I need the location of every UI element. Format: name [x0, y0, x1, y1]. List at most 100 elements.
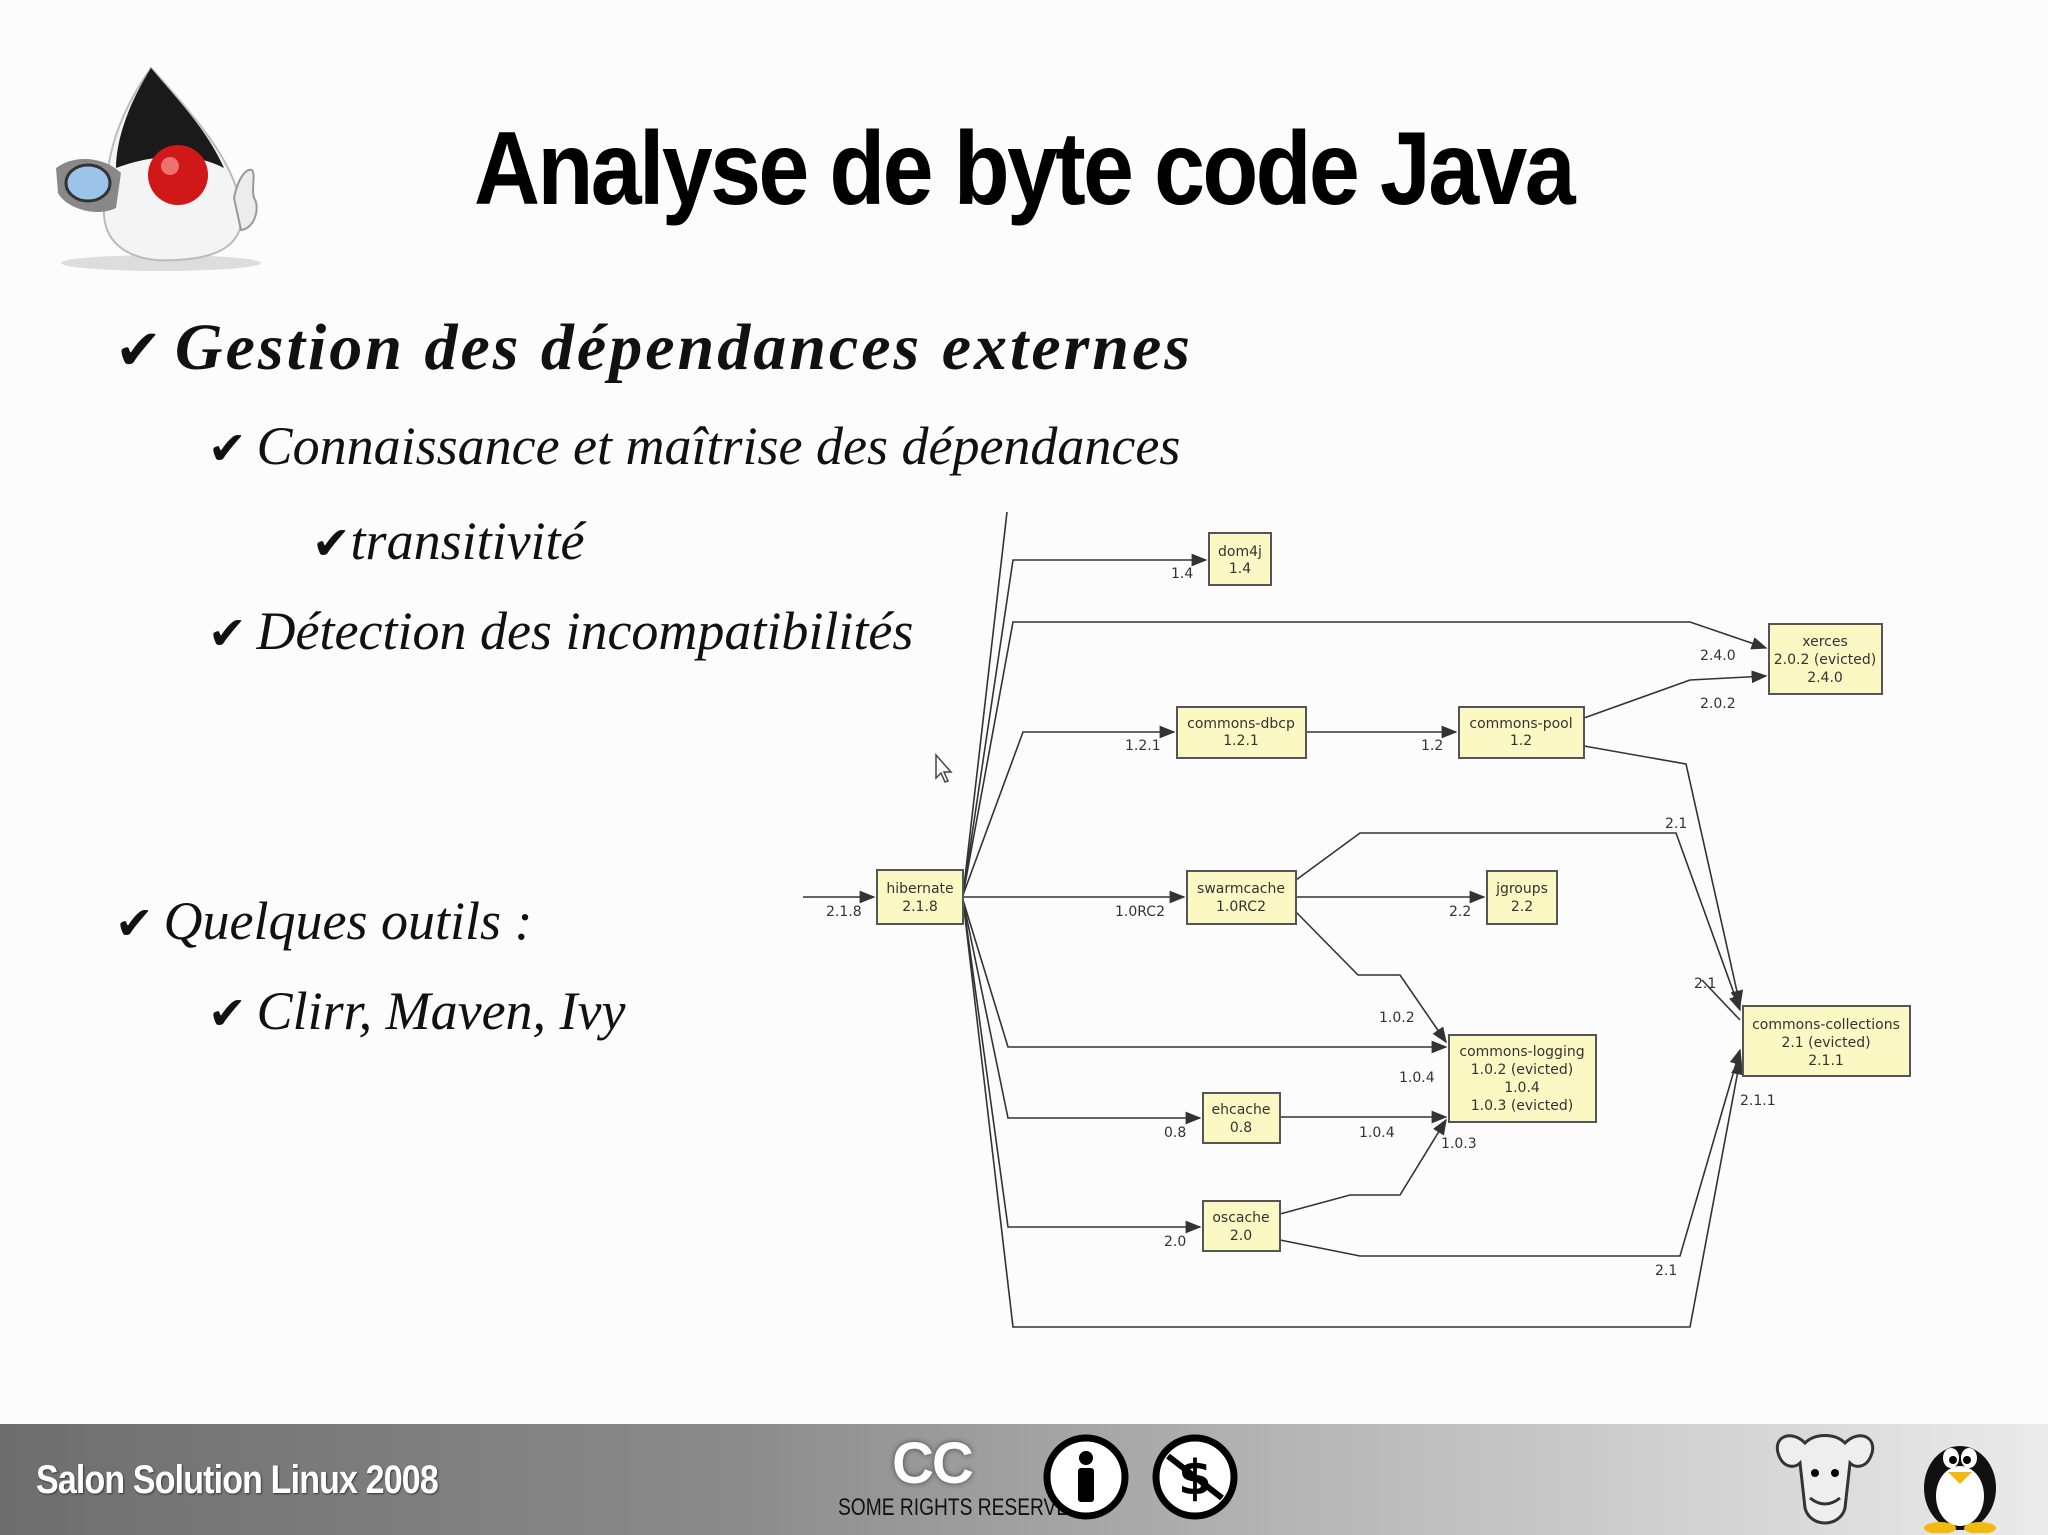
checkmark-icon: ✔ [115, 318, 165, 383]
edge-label: 0.8 [1164, 1125, 1186, 1141]
svg-text:oscache: oscache [1212, 1210, 1269, 1226]
edge-label: 2.4.0 [1700, 648, 1736, 664]
bullet-tools: ✔Quelques outils : [115, 890, 533, 952]
edge-label: 1.2 [1421, 738, 1443, 754]
edge-xerces-240 [962, 621, 1768, 896]
edge-oscache-log [1279, 1118, 1447, 1215]
node-xerces: xerces 2.0.2 (evicted) 2.4.0 [1768, 623, 1883, 695]
node-hibernate: hibernate 2.1.8 [876, 869, 964, 925]
edge-label: 1.0.4 [1399, 1070, 1435, 1086]
svg-text:1.2: 1.2 [1510, 733, 1532, 749]
bullet-text: Détection des incompatibilités [256, 601, 914, 661]
edge-label: 2.1 [1694, 976, 1716, 992]
edge-label: 2.2 [1449, 904, 1471, 920]
edge-dom4j [962, 553, 1208, 896]
bullet-text: Quelques outils : [163, 891, 533, 951]
bullet-transitivity: ✔transitivité [312, 510, 585, 572]
svg-text:1.0.4: 1.0.4 [1504, 1080, 1540, 1096]
cc-logo: CC [892, 1431, 974, 1496]
graph-edge-labels: 2.1.8 1.4 2.4.0 2.0.2 1.2.1 1.2 1.0RC2 2… [826, 566, 1776, 1279]
gnu-logo [1775, 1434, 1875, 1525]
checkmark-icon: ✔ [208, 421, 247, 475]
edge-top-line [962, 511, 1008, 896]
graph-edges [803, 511, 1768, 1328]
slide-title: Analyse de byte code Java [474, 111, 1576, 227]
edge-xerces-202 [1583, 670, 1768, 719]
edge-hib-log [962, 899, 1448, 1054]
svg-text:1.0.2 (evicted): 1.0.2 (evicted) [1471, 1062, 1573, 1078]
bullet-dependencies-management: ✔Gestion des dépendances externes [115, 310, 1193, 386]
node-commons-dbcp: commons-dbcp 1.2.1 [1176, 706, 1307, 759]
bullet-text: Gestion des dépendances externes [174, 311, 1193, 384]
edge-label: 2.1.8 [826, 904, 862, 920]
bullet-knowledge-dependencies: ✔Connaissance et maîtrise des dépendance… [208, 415, 1180, 477]
attribution-icon [1043, 1434, 1129, 1520]
edge-pool-coll [1583, 745, 1744, 1007]
edge-oscache-coll [1279, 1048, 1743, 1257]
svg-text:commons-pool: commons-pool [1469, 716, 1572, 732]
edge-label: 2.1 [1665, 816, 1687, 832]
svg-text:2.1.8: 2.1.8 [902, 899, 938, 915]
svg-text:jgroups: jgroups [1495, 881, 1548, 897]
checkmark-icon: ✔ [312, 516, 351, 570]
svg-text:commons-dbcp: commons-dbcp [1187, 716, 1295, 732]
edge-label: 2.1.1 [1740, 1093, 1776, 1109]
creative-commons-badge: CC SOME RIGHTS RESERVED [836, 1428, 1083, 1528]
node-dom4j: dom4j 1.4 [1208, 532, 1272, 586]
edge-bottom-coll [962, 899, 1744, 1328]
edge-label: 1.0.2 [1379, 1010, 1415, 1026]
svg-text:1.2.1: 1.2.1 [1223, 733, 1259, 749]
node-ehcache: ehcache 0.8 [1202, 1092, 1281, 1144]
noncommercial-icon: $ [1152, 1434, 1238, 1520]
edge-label: 1.4 [1171, 566, 1193, 582]
node-swarmcache: swarmcache 1.0RC2 [1186, 870, 1297, 925]
svg-text:hibernate: hibernate [886, 881, 953, 897]
event-name: Salon Solution Linux 2008 [36, 1458, 439, 1502]
dependency-graph: 2.1.8 1.4 2.4.0 2.0.2 1.2.1 1.2 1.0RC2 2… [803, 511, 1911, 1328]
svg-text:2.0.2 (evicted): 2.0.2 (evicted) [1774, 652, 1876, 668]
svg-text:commons-collections: commons-collections [1752, 1017, 1900, 1033]
edge-label: 2.0.2 [1700, 696, 1736, 712]
bullet-incompatibilities: ✔Détection des incompatibilités [208, 600, 913, 662]
node-commons-logging: commons-logging 1.0.2 (evicted) 1.0.4 1.… [1448, 1034, 1597, 1123]
mouse-pointer-icon [935, 753, 953, 783]
checkmark-icon: ✔ [208, 606, 247, 660]
footer-bar: Salon Solution Linux 2008 CC SOME RIGHTS… [0, 1424, 2048, 1535]
edge-label: 1.0RC2 [1115, 904, 1165, 920]
bullet-text: Clirr, Maven, Ivy [256, 981, 626, 1041]
svg-text:2.1.1: 2.1.1 [1808, 1053, 1844, 1069]
bullet-tools-list: ✔Clirr, Maven, Ivy [208, 980, 625, 1042]
svg-text:2.4.0: 2.4.0 [1807, 670, 1843, 686]
svg-text:ehcache: ehcache [1212, 1102, 1271, 1118]
node-jgroups: jgroups 2.2 [1486, 870, 1558, 925]
node-commons-collections: commons-collections 2.1 (evicted) 2.1.1 [1742, 1005, 1911, 1077]
svg-text:dom4j: dom4j [1218, 544, 1262, 560]
svg-text:1.0RC2: 1.0RC2 [1216, 899, 1266, 915]
edge-swarm-coll [1295, 832, 1742, 1012]
bullet-text: Connaissance et maîtrise des dépendances [256, 416, 1181, 476]
duke-mascot-logo [56, 66, 261, 271]
checkmark-icon: ✔ [208, 986, 247, 1040]
svg-text:commons-logging: commons-logging [1459, 1044, 1584, 1060]
svg-text:xerces: xerces [1802, 634, 1848, 650]
node-oscache: oscache 2.0 [1202, 1200, 1281, 1252]
edge-swarm-log [1295, 911, 1447, 1044]
bullet-text: transitivité [350, 511, 585, 571]
svg-text:1.4: 1.4 [1229, 561, 1251, 577]
edge-hib-coll [1701, 979, 1741, 1021]
svg-text:swarmcache: swarmcache [1197, 881, 1285, 897]
tux-logo [1924, 1446, 1996, 1533]
edge-dbcp [962, 725, 1176, 896]
node-commons-pool: commons-pool 1.2 [1458, 706, 1585, 759]
svg-text:0.8: 0.8 [1230, 1120, 1252, 1136]
edge-ehcache [962, 899, 1202, 1125]
edge-label: 1.0.4 [1359, 1125, 1395, 1141]
svg-text:2.2: 2.2 [1511, 899, 1533, 915]
svg-text:2.0: 2.0 [1230, 1228, 1252, 1244]
edge-oscache [962, 899, 1202, 1234]
checkmark-icon: ✔ [115, 896, 154, 950]
cc-rights-text: SOME RIGHTS RESERVED [838, 1494, 1084, 1521]
svg-text:2.1 (evicted): 2.1 (evicted) [1781, 1035, 1870, 1051]
edge-label: 1.0.3 [1441, 1136, 1477, 1152]
svg-text:1.0.3 (evicted): 1.0.3 (evicted) [1471, 1098, 1573, 1114]
